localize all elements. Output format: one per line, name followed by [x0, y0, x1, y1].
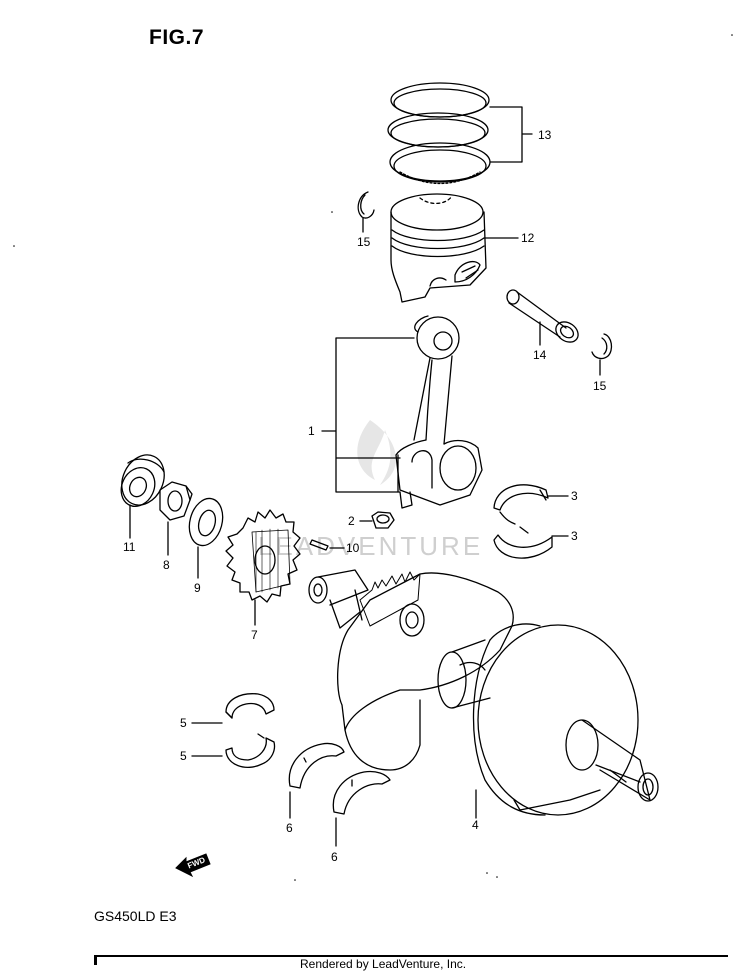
leadventure-watermark: LEADVENTURE: [258, 420, 483, 561]
callout-labels: 13 15 12 14 15 1 3 2 3 10 11 8 9 7 5 5 4…: [123, 128, 607, 864]
woodruff-key: [309, 539, 345, 551]
callout-12: 12: [521, 231, 535, 245]
figure-title: FIG.7: [149, 26, 205, 49]
watermark-text: LEADVENTURE: [258, 531, 483, 561]
con-rod-nut: [359, 511, 395, 529]
callout-5-lower: 5: [180, 749, 187, 763]
callout-6-left: 6: [286, 821, 293, 835]
crankshaft-bearing: [191, 693, 276, 768]
callout-5-upper: 5: [180, 716, 187, 730]
model-code: GS450LD E3: [94, 908, 177, 924]
callout-13: 13: [538, 128, 552, 142]
footer-tick: [94, 955, 97, 965]
piston-pin: [506, 289, 579, 346]
callout-4: 4: [472, 818, 479, 832]
circlip-left: [357, 191, 375, 233]
thrust-bearing: [288, 742, 391, 847]
footer-rule: [94, 955, 728, 957]
callout-15-left: 15: [357, 235, 371, 249]
scan-specks: [13, 34, 733, 881]
callout-9: 9: [194, 581, 201, 595]
circlip-right: [591, 333, 613, 376]
crankshaft: [308, 569, 659, 819]
con-rod-bearing: [493, 484, 569, 559]
piston-rings: [387, 82, 533, 185]
gear-nut: [159, 481, 193, 556]
callout-2: 2: [348, 514, 355, 528]
callout-8: 8: [163, 558, 170, 572]
callout-10: 10: [346, 541, 360, 555]
piston: [390, 193, 519, 303]
footer-credit: Rendered by LeadVenture, Inc.: [300, 957, 467, 971]
connecting-rod: [321, 315, 483, 509]
primary-drive-gear: [225, 509, 301, 626]
callout-7: 7: [251, 628, 258, 642]
bearing: [120, 454, 165, 539]
callout-15-right: 15: [593, 379, 607, 393]
washer: [188, 497, 224, 579]
callout-11: 11: [123, 540, 136, 554]
callout-1: 1: [308, 424, 315, 438]
callout-6-right: 6: [331, 850, 338, 864]
callout-3-lower: 3: [571, 529, 578, 543]
fwd-arrow: FWD: [175, 853, 211, 878]
callout-3-upper: 3: [571, 489, 578, 503]
callout-14: 14: [533, 348, 547, 362]
